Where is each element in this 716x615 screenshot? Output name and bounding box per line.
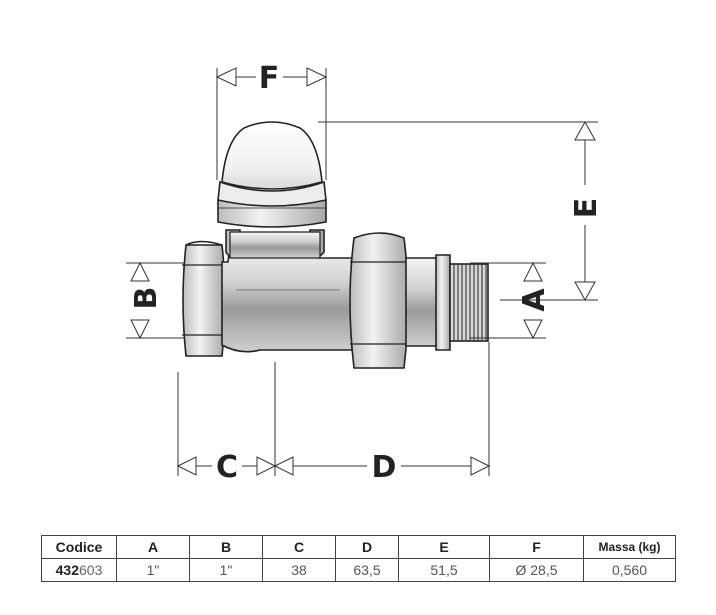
table-header-row: Codice A B C D E F Massa (kg) [41, 535, 676, 559]
header-codice: Codice [41, 535, 117, 559]
dimension-label-a: A [517, 288, 552, 312]
cell-codice: 432603 [41, 558, 117, 582]
header-massa: Massa (kg) [583, 535, 676, 559]
header-d: D [335, 535, 399, 559]
header-c: C [262, 535, 336, 559]
dimension-label-b: B [129, 287, 164, 310]
dimension-a: A [470, 261, 552, 340]
cell-b: 1" [189, 558, 263, 582]
header-a: A [116, 535, 190, 559]
dimension-label-e: E [569, 198, 604, 219]
code-suffix: 603 [79, 562, 103, 578]
dimension-b: B [126, 261, 184, 340]
table-row: 432603 1" 1" 38 63,5 51,5 Ø 28,5 0,560 [41, 558, 676, 582]
valve-technical-drawing: F E A B C [126, 61, 604, 485]
specification-table: Codice A B C D E F Massa (kg) 432603 1" … [41, 535, 676, 582]
cell-f: Ø 28,5 [489, 558, 584, 582]
cell-a: 1" [116, 558, 190, 582]
dimension-label-f: F [259, 61, 280, 96]
valve-cap [217, 121, 327, 228]
valve-body [182, 229, 489, 369]
header-f: F [489, 535, 584, 559]
header-b: B [189, 535, 263, 559]
header-e: E [398, 535, 490, 559]
dimension-c: C [176, 362, 277, 485]
dimension-d: D [273, 342, 491, 485]
dimension-f: F [215, 61, 328, 180]
cell-massa: 0,560 [583, 558, 676, 582]
dimension-label-d: D [372, 450, 397, 485]
code-prefix: 432 [55, 562, 79, 578]
cell-c: 38 [262, 558, 336, 582]
cell-e: 51,5 [398, 558, 490, 582]
dimension-e: E [318, 120, 604, 302]
cell-d: 63,5 [335, 558, 399, 582]
dimension-label-c: C [216, 450, 238, 485]
